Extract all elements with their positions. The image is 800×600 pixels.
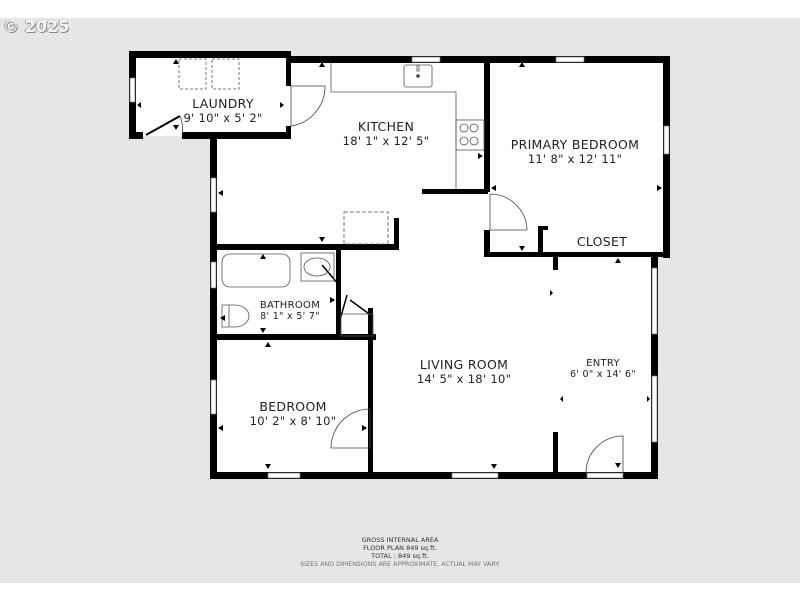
dimension-markers (137, 59, 662, 469)
room-closet: CLOSET (577, 234, 627, 249)
room-dimensions: 8' 1" x 5' 7" (260, 311, 320, 322)
walls (129, 51, 670, 479)
room-name: ENTRY (586, 358, 620, 369)
area-summary: GROSS INTERNAL AREA FLOOR PLAN 849 sq.ft… (0, 536, 800, 569)
room-primary-bedroom: PRIMARY BEDROOM 11' 8" x 12' 11" (511, 137, 640, 166)
room-name: PRIMARY BEDROOM (510, 137, 640, 152)
room-name: BEDROOM (259, 399, 327, 414)
room-dimensions: 6' 0" x 14' 6" (569, 369, 637, 380)
room-name: LIVING ROOM (419, 357, 509, 372)
room-dimensions: 9' 10" x 5' 2" (183, 111, 263, 125)
room-name: KITCHEN (357, 119, 415, 134)
room-name: BATHROOM (259, 300, 321, 311)
copyright-notice: © 2025 (3, 17, 70, 36)
room-bathroom: BATHROOM 8' 1" x 5' 7" (260, 300, 320, 322)
room-bedroom: BEDROOM 10' 2" x 8' 10" (250, 399, 337, 428)
windows (129, 56, 670, 479)
room-living-room: LIVING ROOM 14' 5" x 18' 10" (417, 357, 511, 386)
room-kitchen: KITCHEN 18' 1" x 12' 5" (343, 119, 430, 148)
disclaimer: SIZES AND DIMENSIONS ARE APPROXIMATE, AC… (300, 561, 500, 568)
room-dimensions: 11' 8" x 12' 11" (527, 152, 623, 166)
floor-plan-area: FLOOR PLAN 849 sq.ft. (363, 544, 437, 552)
room-dimensions: 14' 5" x 18' 10" (416, 372, 512, 386)
doors (145, 85, 624, 474)
gross-area-label: GROSS INTERNAL AREA (361, 536, 439, 544)
room-name: CLOSET (576, 234, 628, 249)
room-name: LAUNDRY (192, 96, 254, 111)
room-dimensions: 18' 1" x 12' 5" (342, 134, 430, 148)
floors (134, 56, 665, 474)
room-laundry: LAUNDRY 9' 10" x 5' 2" (183, 96, 262, 125)
room-dimensions: 10' 2" x 8' 10" (249, 414, 337, 428)
total-area: TOTAL : 849 sq.ft. (371, 552, 429, 560)
room-entry: ENTRY 6' 0" x 14' 6" (570, 358, 636, 380)
fixtures (178, 58, 485, 328)
